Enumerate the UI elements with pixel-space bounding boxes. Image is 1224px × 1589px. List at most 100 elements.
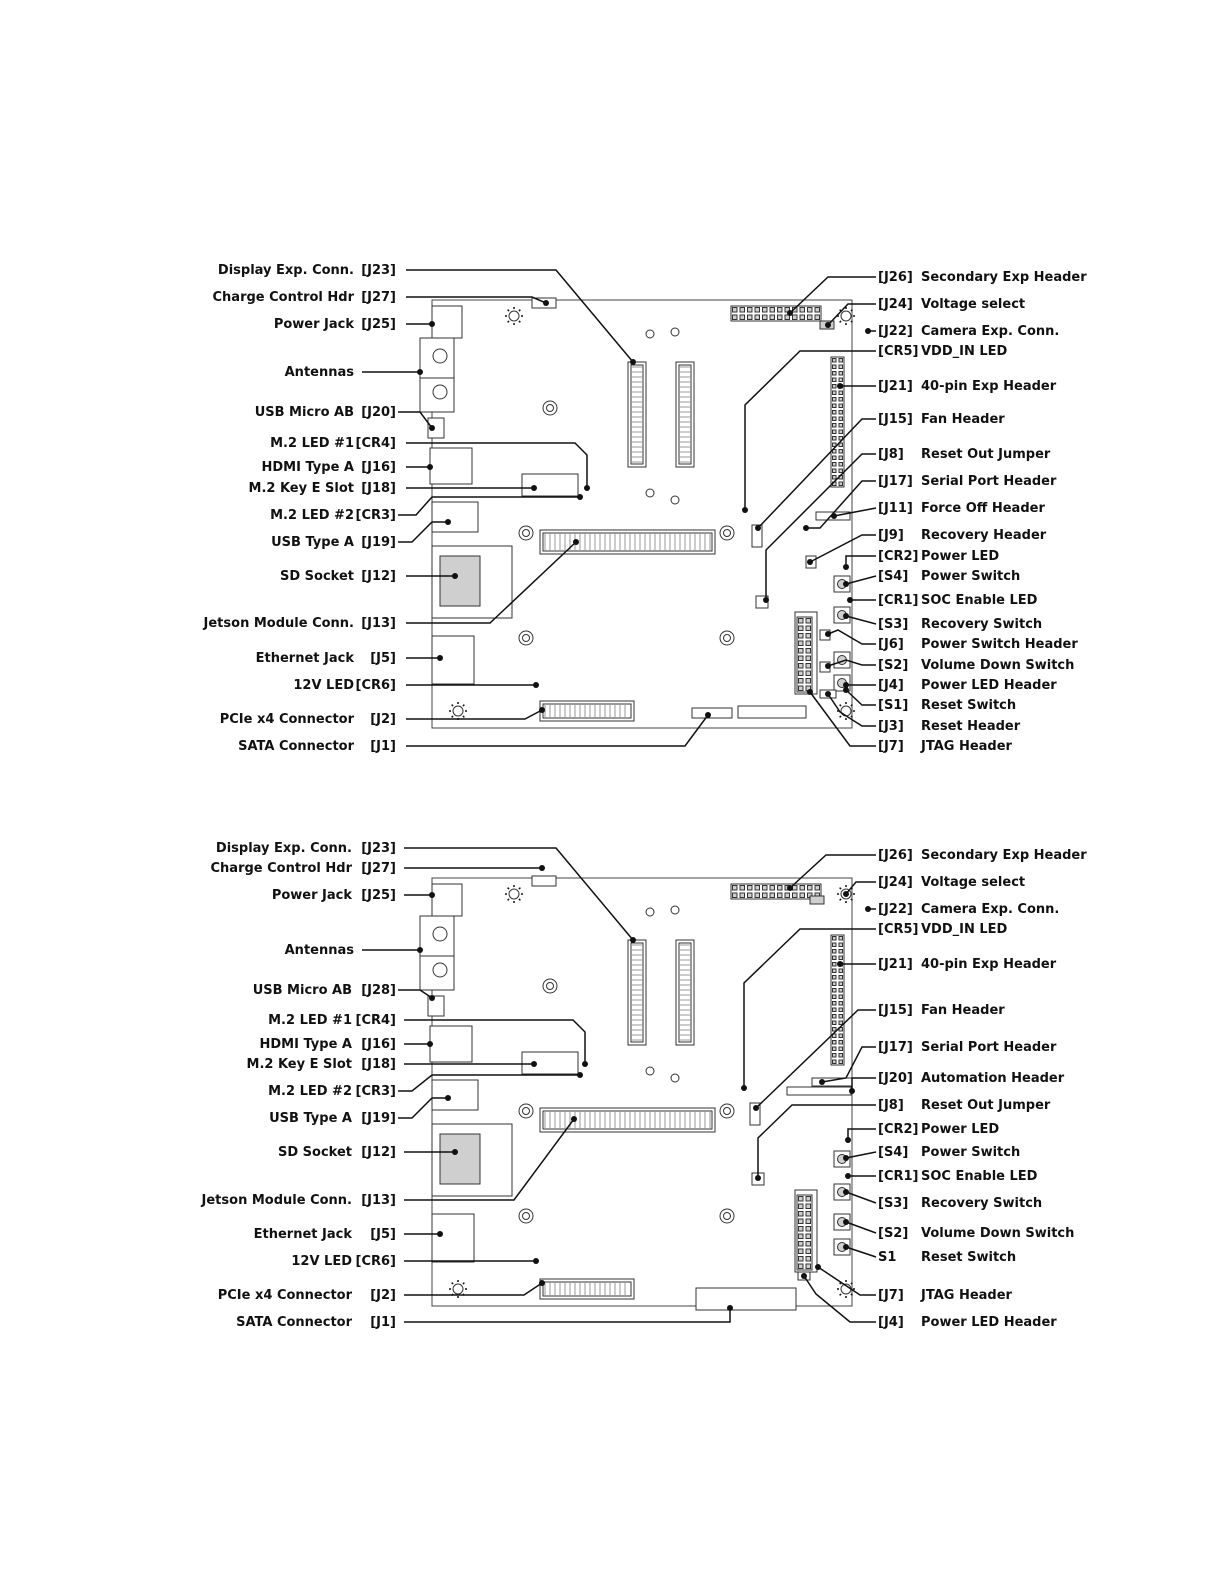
pcie-x4-connector: [539, 1278, 635, 1300]
header-pin: [798, 1256, 804, 1262]
right-label-name: Reset Switch: [921, 698, 1016, 713]
left-leader-endpoint: [539, 1280, 545, 1286]
connector-inner: [542, 1281, 632, 1297]
right-label-ref: [J22]: [878, 902, 913, 917]
mounting-hole-inner: [723, 1212, 731, 1220]
header-pin: [739, 314, 745, 320]
fiducial-tick: [839, 704, 842, 707]
header-pin: [792, 885, 798, 891]
header-pin: [805, 618, 811, 624]
right-label-name: Power LED Header: [921, 1315, 1057, 1330]
left-label-name: USB Micro AB: [255, 405, 354, 420]
header-pin: [838, 416, 843, 421]
header-pin: [805, 1248, 811, 1254]
header-pin: [832, 390, 837, 395]
leader-line: [845, 555, 876, 567]
left-label-name: PCIe x4 Connector: [218, 1288, 353, 1303]
fiducial-tick: [850, 1293, 853, 1296]
fiducial-tick: [462, 704, 465, 707]
antenna-ring: [432, 962, 448, 978]
fiducial-tick: [518, 887, 521, 890]
left-leader-endpoint: [437, 1231, 443, 1237]
header-pin: [838, 423, 843, 428]
leader-line: [398, 989, 433, 999]
right-label-name: Power LED: [921, 1122, 999, 1137]
right-leader-endpoint: [843, 687, 849, 693]
leader-line: [845, 1151, 877, 1159]
camera-expansion-connector: [675, 939, 695, 1046]
mounting-hole-inner: [723, 634, 731, 642]
header-pin: [838, 455, 843, 460]
leader-line: [755, 1009, 876, 1109]
leader-line: [827, 659, 876, 667]
left-leader-endpoint: [445, 519, 451, 525]
right-label-name: JTAG Header: [920, 1288, 1013, 1303]
right-label-ref: [J7]: [878, 1288, 904, 1303]
right-label-name: Recovery Header: [921, 528, 1047, 543]
left-label-ref: [CR4]: [356, 1013, 396, 1028]
right-label-name: Serial Port Header: [921, 474, 1057, 489]
header-pin: [747, 307, 753, 313]
left-label-ref: [J28]: [361, 983, 396, 998]
leader-line: [406, 296, 547, 304]
carrier-board: [419, 875, 855, 1311]
left-label-ref: [J5]: [370, 1227, 396, 1242]
right-leader-endpoint: [763, 597, 769, 603]
header-pin: [777, 885, 783, 891]
right-leader-endpoint: [803, 525, 809, 531]
leader-line: [404, 847, 634, 941]
header-pin: [805, 663, 811, 669]
header-pin: [777, 307, 783, 313]
right-label-ref: [J8]: [878, 447, 904, 462]
header-pin: [838, 949, 843, 954]
header-pin: [792, 892, 798, 898]
left-label-name: Antennas: [285, 365, 355, 380]
header-pin: [832, 936, 837, 941]
header-pin: [832, 416, 837, 421]
header-pin: [814, 885, 820, 891]
leader-line: [789, 276, 876, 314]
header-pin: [805, 655, 811, 661]
header-pin: [732, 892, 738, 898]
right-leader-endpoint: [849, 1088, 855, 1094]
right-leader-endpoint: [787, 885, 793, 891]
header-pin: [832, 410, 837, 415]
left-label-ref: [J23]: [361, 841, 396, 856]
header-outline: [730, 305, 822, 322]
fiducial-tick: [850, 715, 853, 718]
right-label-name: 40-pin Exp Header: [921, 957, 1057, 972]
left-label-name: M.2 LED #2: [270, 508, 354, 523]
header-outline: [830, 356, 845, 488]
jtag-header-pins: [796, 616, 813, 693]
left-leader-endpoint: [533, 682, 539, 688]
mounting-hole-inner: [522, 1107, 530, 1115]
small-hole: [670, 905, 680, 915]
right-label-name: Power Switch: [921, 1145, 1020, 1160]
left-label-name: SATA Connector: [238, 739, 355, 754]
left-leader-endpoint: [437, 655, 443, 661]
fiducial-tick: [451, 715, 454, 718]
header-pin: [838, 371, 843, 376]
header-pin: [798, 685, 804, 691]
right-label-name: VDD_IN LED: [921, 922, 1008, 937]
right-leader-endpoint: [843, 1155, 849, 1161]
leader-line: [817, 1266, 876, 1296]
left-label-ref: [CR4]: [356, 436, 396, 451]
right-label-ref: [J26]: [878, 270, 913, 285]
header-pin: [739, 885, 745, 891]
right-label-ref: [J22]: [878, 324, 913, 339]
header-pin: [754, 885, 760, 891]
header-pin: [838, 955, 843, 960]
fiducial-mark: [452, 1283, 464, 1295]
small-hole: [670, 1073, 680, 1083]
header-pin: [769, 307, 775, 313]
fiducial-tick: [451, 704, 454, 707]
right-leader-endpoint: [825, 663, 831, 669]
left-label-name: Charge Control Hdr: [211, 861, 353, 876]
header-pin: [798, 618, 804, 624]
header-pin: [838, 1007, 843, 1012]
left-label-name: M.2 Key E Slot: [249, 481, 354, 496]
header-pin: [832, 358, 837, 363]
left-label-name: USB Type A: [271, 535, 354, 550]
header-pin: [838, 975, 843, 980]
